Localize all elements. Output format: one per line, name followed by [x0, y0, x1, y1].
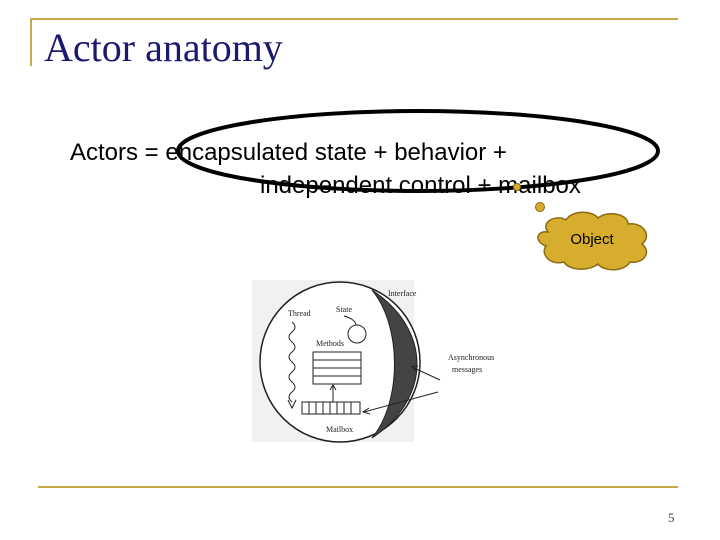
thought-bubble-small — [513, 183, 521, 191]
definition-line-1: Actors = encapsulated state + behavior + — [70, 139, 507, 166]
left-accent-line — [30, 18, 32, 66]
highlight-ellipse — [176, 109, 660, 193]
mailbox-queue — [301, 401, 361, 415]
object-cloud: Object — [537, 211, 648, 271]
slide-title: Actor anatomy — [44, 25, 283, 70]
state-label: State — [336, 305, 352, 314]
state-loop — [347, 324, 367, 344]
async-arrow-lower — [363, 391, 439, 413]
async-arrowhead-lower — [361, 407, 371, 415]
top-accent-line — [30, 18, 678, 20]
bottom-accent-line — [38, 486, 678, 488]
object-label: Object — [570, 231, 614, 248]
methods-label: Methods — [316, 339, 344, 348]
thread-label: Thread — [288, 309, 311, 318]
async-arrow-upper — [413, 367, 441, 381]
mailbox-arrowhead — [329, 384, 337, 391]
thread-wave — [288, 321, 296, 403]
methods-stack — [312, 351, 362, 385]
thought-bubble-medium — [535, 202, 545, 212]
async-label: Asynchronous — [448, 353, 494, 362]
messages-label: messages — [452, 365, 482, 374]
mailbox-label: Mailbox — [326, 425, 353, 434]
thread-arrowhead — [287, 399, 297, 410]
state-arrow — [343, 315, 357, 326]
interface-label: Interface — [388, 289, 417, 298]
async-arrowhead-upper — [410, 365, 419, 373]
page-number: 5 — [668, 510, 675, 525]
actor-anatomy-diagram: Interface Thread State Methods — [252, 280, 494, 443]
